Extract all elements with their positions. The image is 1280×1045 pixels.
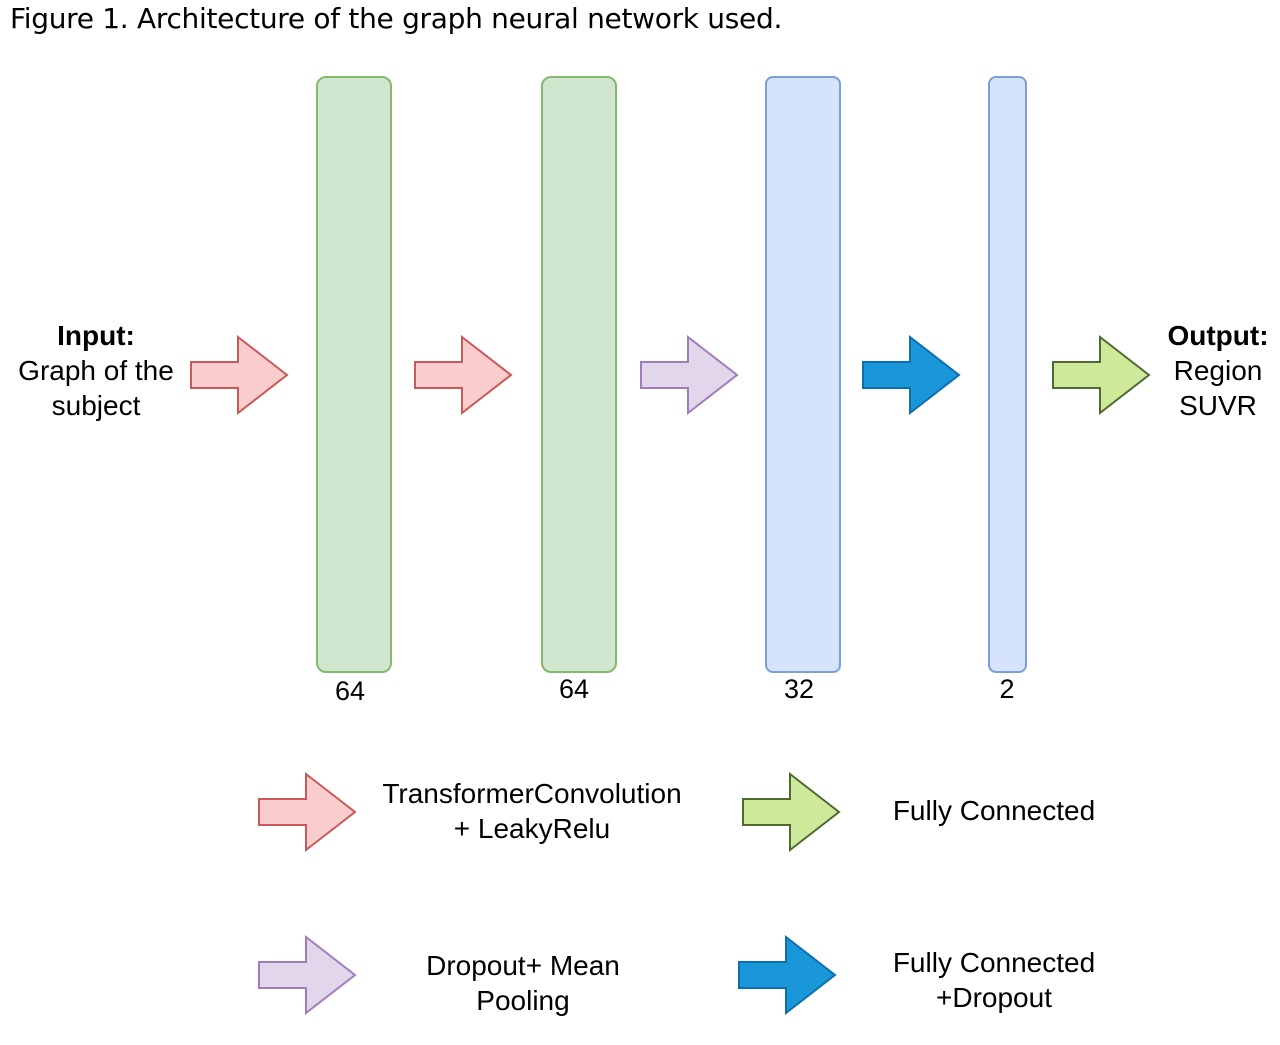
output-line-1: Region [1173, 355, 1263, 386]
green-arrow-icon [742, 771, 841, 853]
legend-fully-connected: Fully Connected [868, 793, 1120, 828]
output-label: Output: Region SUVR [1158, 318, 1278, 423]
input-title: Input: [57, 320, 135, 351]
output-line-2: SUVR [1179, 390, 1257, 421]
layer-4-size: 2 [999, 674, 1015, 704]
pink-arrow-icon [190, 334, 289, 416]
legend-fully-connected-line-1: Fully Connected [892, 795, 1096, 826]
pink-arrow-icon [258, 771, 357, 853]
output-title: Output: [1167, 320, 1269, 351]
purple-arrow-icon [640, 334, 739, 416]
input-line-2: subject [51, 390, 141, 421]
legend-fc-dropout-line-1: Fully Connected [892, 947, 1096, 978]
input-label: Input: Graph of the subject [0, 318, 192, 423]
legend-transformer-conv: TransformerConvolution + LeakyRelu [366, 776, 698, 846]
legend-transformer-conv-line-2: + LeakyRelu [453, 813, 611, 844]
figure-caption: Figure 1. Architecture of the graph neur… [10, 2, 783, 35]
layer-3-block [765, 76, 841, 673]
blue-arrow-icon [738, 934, 837, 1016]
legend-dropout-pooling-line-1: Dropout+ Mean [426, 950, 620, 981]
green-arrow-icon [1052, 334, 1151, 416]
layer-2-block [541, 76, 617, 673]
pink-arrow-icon [414, 334, 513, 416]
legend-fc-dropout-line-2: +Dropout [936, 982, 1052, 1013]
legend-dropout-pooling: Dropout+ Mean Pooling [400, 948, 646, 1018]
legend-fc-dropout: Fully Connected +Dropout [868, 945, 1120, 1015]
layer-1-block [316, 76, 392, 673]
blue-arrow-icon [862, 334, 961, 416]
legend-dropout-pooling-line-2: Pooling [476, 985, 570, 1016]
input-line-1: Graph of the [18, 355, 174, 386]
purple-arrow-icon [258, 934, 357, 1016]
layer-1-size: 64 [334, 676, 366, 706]
layer-4-block [988, 76, 1027, 673]
layer-2-size: 64 [558, 674, 590, 704]
legend-transformer-conv-line-1: TransformerConvolution [382, 778, 682, 809]
layer-3-size: 32 [783, 674, 815, 704]
